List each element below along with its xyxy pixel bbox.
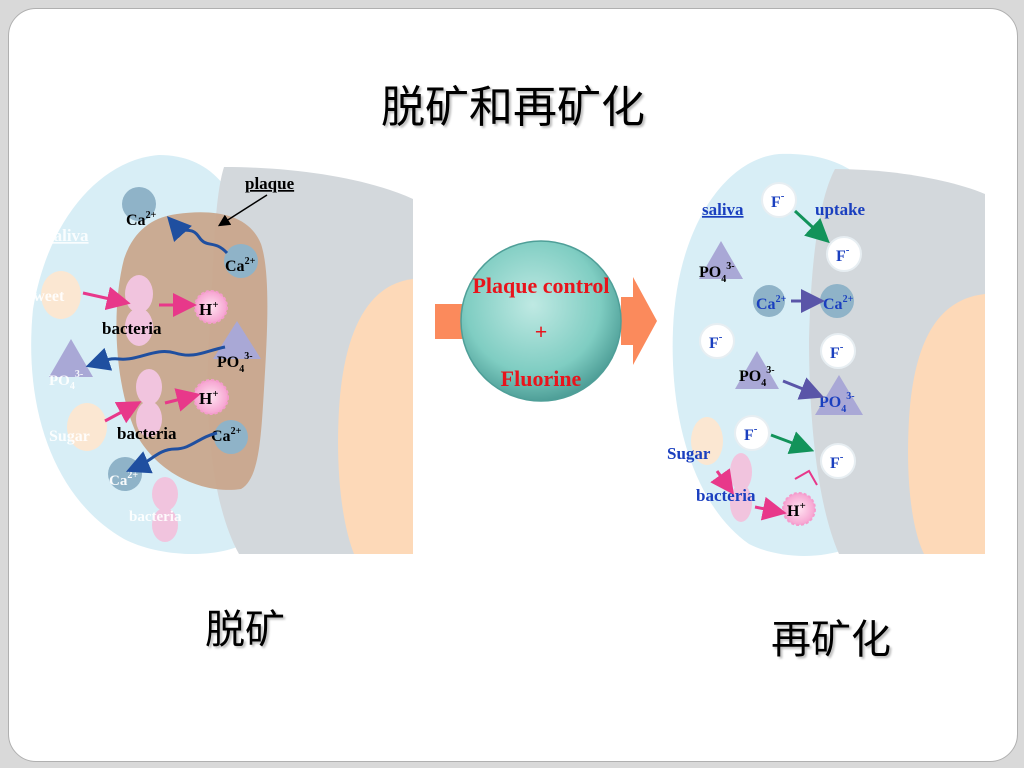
right-arrow-sugar-to-bacteria: [710, 468, 734, 495]
left-sweet-blob: [41, 271, 81, 319]
left-bacteria-middle: [136, 369, 162, 437]
right-po4-label-enamel: PO43-: [819, 391, 855, 415]
left-bacteria-faded-label: bacteria: [129, 509, 182, 525]
left-ca-label-enamel-top: Ca2+: [225, 256, 256, 275]
left-ca-label-top: Ca2+: [126, 210, 157, 229]
left-po4-triangle-enamel: [213, 321, 261, 359]
right-arrow-bacteria-to-h: [754, 496, 787, 521]
right-po4-label-middle: PO43-: [739, 365, 775, 389]
left-wavy-arrow-ca-bottom: [125, 431, 218, 474]
left-wavy-arrow-po4: [85, 345, 226, 371]
left-sugar-label: Sugar: [49, 428, 90, 445]
left-plaque-pointer: [217, 194, 268, 227]
left-tooth-dentin: [338, 279, 413, 554]
left-po4-enamel-label: PO43-: [217, 351, 253, 375]
left-ca-ion-enamel-bottom: [214, 420, 248, 454]
left-saliva-label: saliva: [47, 226, 89, 245]
left-bacteria-bottom: [152, 477, 178, 542]
caption-demineralization: 脱矿: [205, 607, 285, 653]
left-arrow-sweet-to-bacteria: [82, 286, 131, 311]
center-line-plaque-control: Plaque control: [472, 273, 609, 298]
left-arrow-bacteria-to-h-bottom: [164, 388, 201, 412]
center-transition: Plaque control + Fluorine: [435, 240, 657, 402]
right-po4-triangle-top: [699, 241, 743, 279]
right-ca-ion-saliva: [753, 285, 785, 317]
right-f-ion-5: F-: [734, 415, 770, 451]
right-bacteria: [730, 453, 752, 522]
left-h-ion-bottom: [193, 379, 229, 415]
right-ca-label-saliva: Ca2+: [756, 294, 787, 313]
right-ca-ion-enamel: [820, 284, 854, 318]
right-po4-triangle-middle: [735, 351, 779, 389]
right-ca-label-enamel: Ca2+: [823, 294, 854, 313]
right-f-ion-3: F-: [699, 323, 735, 359]
left-bacteria-top: [125, 275, 153, 346]
left-panel: saliva sweet PO43- Sugar Ca2+: [27, 155, 413, 555]
slide: 脱矿和再矿化: [8, 8, 1018, 762]
right-f-ion-1: F-: [761, 182, 797, 218]
left-bacteria-label-bottom: bacteria: [117, 424, 177, 443]
right-uptake-label: uptake: [815, 200, 866, 219]
left-sweet-label: sweet: [27, 288, 65, 305]
right-h-ion: [782, 492, 816, 526]
right-po4-label-top: PO43-: [699, 261, 735, 285]
center-line-fluorine: Fluorine: [501, 366, 582, 391]
left-h-label-top: H+: [199, 299, 219, 319]
left-wavy-arrow-ca-top: [166, 216, 229, 255]
de-remineralization-diagram: saliva sweet PO43- Sugar Ca2+: [27, 153, 985, 556]
svg-text:F-: F-: [830, 341, 844, 362]
left-plaque-label: plaque: [245, 174, 295, 193]
right-f-ion-4: F-: [820, 333, 856, 369]
right-arrow-f-uptake-top: [793, 209, 830, 244]
right-sugar-blob: [691, 417, 723, 465]
right-po4-triangle-enamel: [815, 375, 863, 415]
right-sugar-label: Sugar: [667, 444, 711, 463]
right-panel: saliva uptake F- F- F- F- F-: [667, 153, 985, 556]
caption-remineralization: 再矿化: [771, 617, 891, 663]
left-arrow-sugar-to-bacteria: [104, 401, 142, 424]
svg-text:F-: F-: [836, 244, 850, 265]
slide-title: 脱矿和再矿化: [381, 82, 645, 133]
svg-text:F-: F-: [830, 451, 844, 472]
center-orange-arrow: [435, 277, 657, 365]
left-sugar-blob: [67, 403, 107, 451]
left-ca-outside-label: Ca2+: [109, 470, 138, 489]
right-f-ion-2: F-: [826, 236, 862, 272]
svg-text:F-: F-: [771, 190, 785, 211]
right-saliva-label: saliva: [702, 200, 744, 219]
svg-text:F-: F-: [709, 331, 723, 352]
right-h-label: H+: [787, 500, 806, 520]
left-po4-outside-label: PO43-: [49, 369, 83, 392]
left-bacteria-label-top: bacteria: [102, 319, 162, 338]
right-bacteria-label: bacteria: [696, 486, 756, 505]
right-h-blocked-mark: [794, 469, 818, 486]
right-arrow-po4-to-enamel: [782, 377, 825, 400]
left-ca-ion-enamel-top: [224, 244, 258, 278]
left-ca-ion-top: [122, 187, 156, 221]
right-f-ion-6: F-: [820, 443, 856, 479]
left-h-label-bottom: H+: [199, 388, 219, 408]
right-tooth-dentin: [908, 294, 985, 554]
left-h-ion-top: [194, 290, 228, 324]
right-arrow-f-uptake-bottom: [770, 431, 815, 455]
center-sphere: [460, 240, 622, 402]
left-po4-triangle-outside: [49, 339, 93, 377]
svg-text:F-: F-: [744, 423, 758, 444]
center-line-plus: +: [535, 319, 548, 344]
